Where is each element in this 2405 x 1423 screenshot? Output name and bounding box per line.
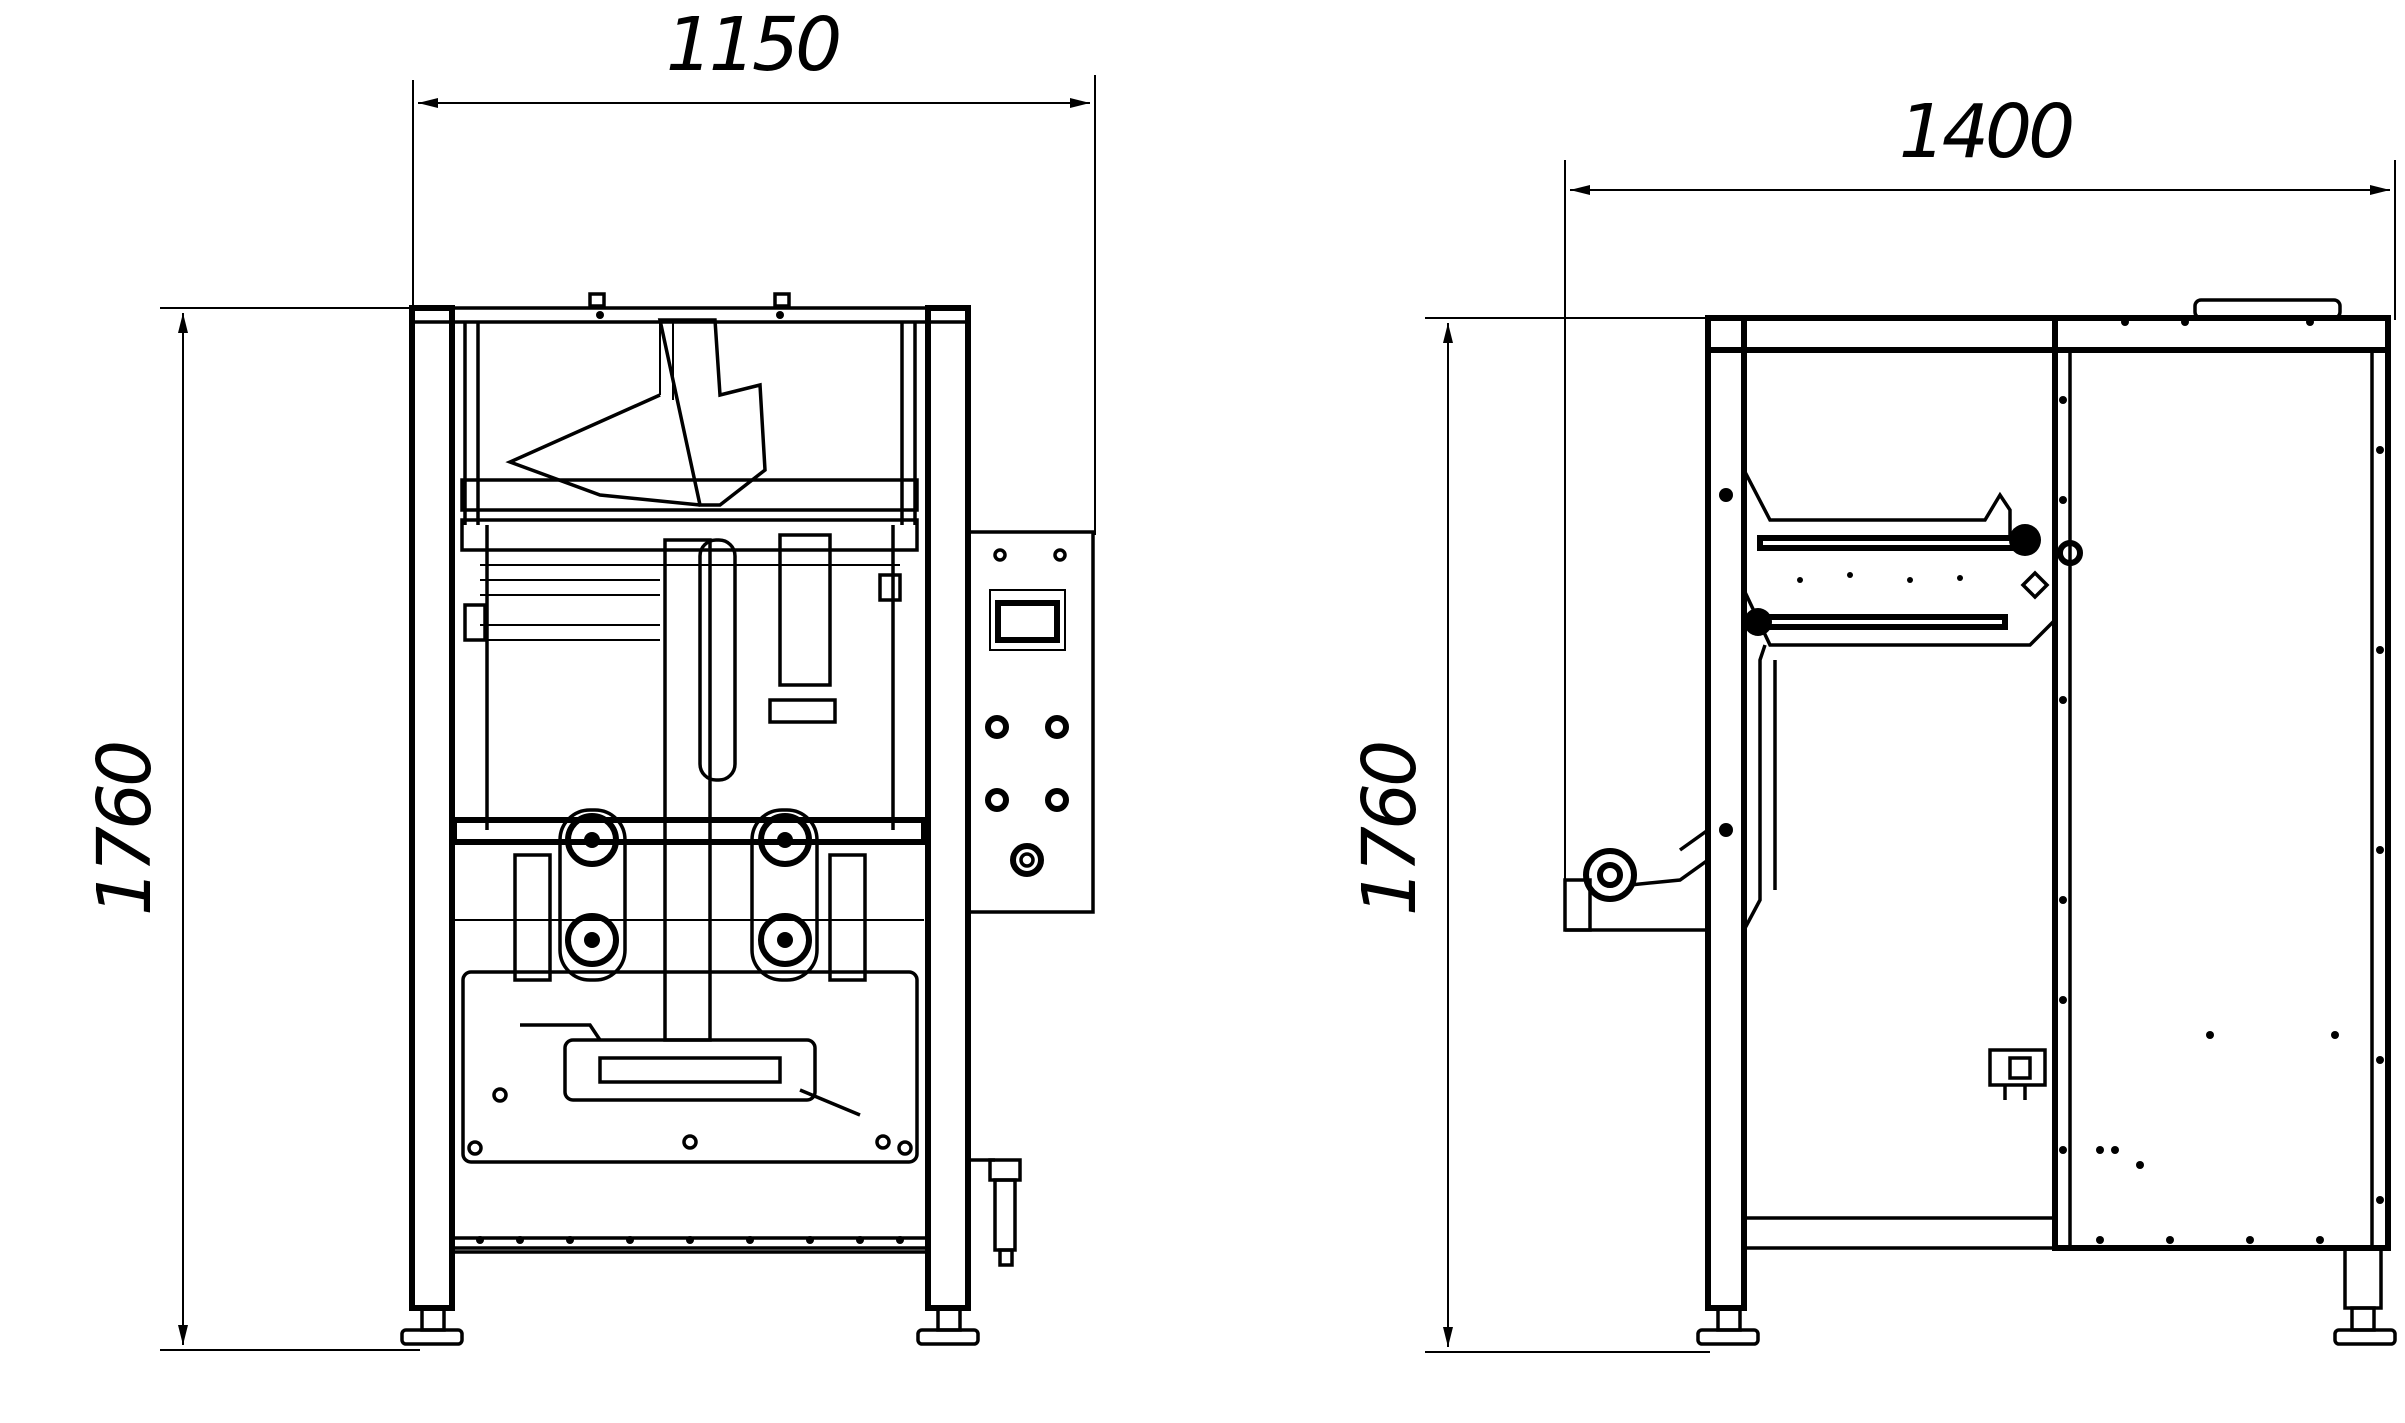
side-frame: [1696, 298, 2397, 1346]
air-filter: [968, 1158, 1022, 1267]
front-bolts: [476, 311, 904, 1244]
side-view: [1563, 298, 2397, 1346]
front-height-dimension: 1760: [82, 307, 420, 1351]
forming-tube: [663, 533, 837, 1042]
control-panel: [966, 530, 1095, 914]
front-width-dimension: 1150: [412, 2, 1096, 535]
side-film-guide: [1742, 469, 2083, 931]
side-height-dimension: 1760: [1347, 317, 1710, 1353]
side-bolts: [1719, 318, 2384, 1244]
sealing-jaws: [451, 808, 927, 982]
side-width-label: 1400: [1899, 89, 2072, 175]
side-width-dimension: 1400: [1564, 89, 2396, 880]
side-clamp: [1988, 1048, 2047, 1100]
cutter-plate: [461, 970, 919, 1164]
side-film-roll: [1563, 828, 1710, 932]
front-view: [400, 292, 1095, 1346]
side-height-label: 1760: [1347, 743, 1433, 916]
front-height-label: 1760: [82, 743, 168, 916]
film-rollers: [460, 478, 919, 642]
forming-hopper: [505, 292, 791, 507]
front-width-label: 1150: [666, 2, 839, 88]
